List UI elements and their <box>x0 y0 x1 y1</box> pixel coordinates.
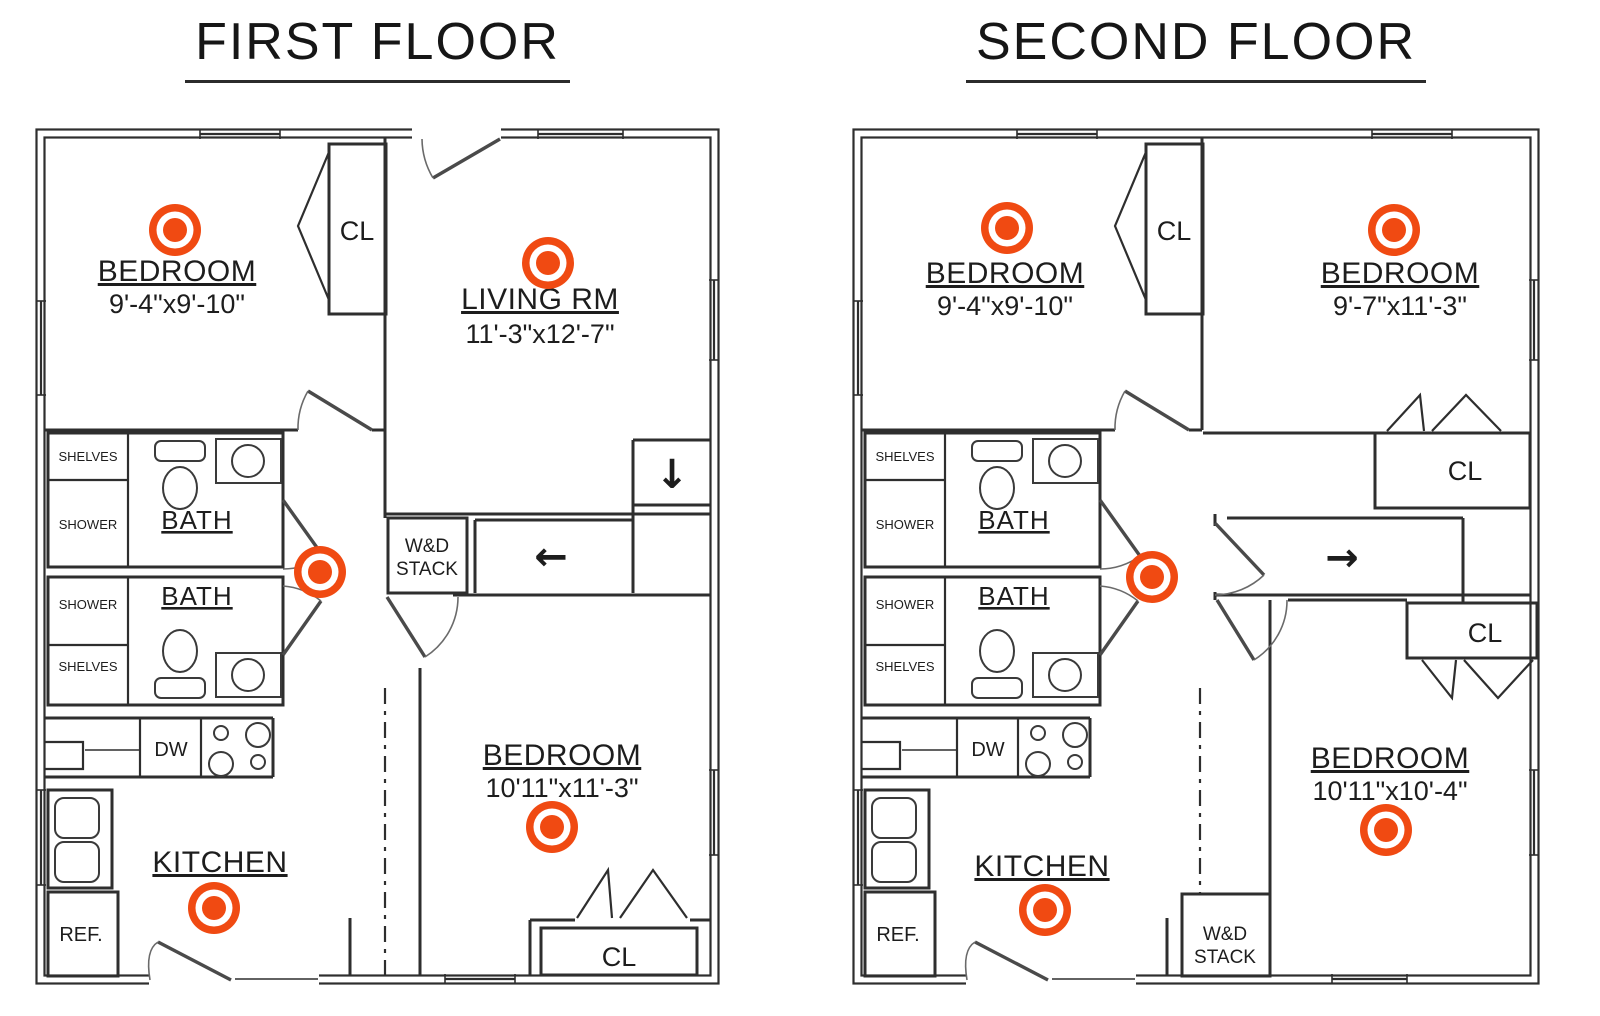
bath-top-shelves-label: SHELVES <box>58 449 117 464</box>
bath-top <box>863 431 1142 570</box>
bedroom-tl-dims: 9'-4"x9'-10" <box>109 289 245 319</box>
entry-door <box>412 128 501 180</box>
stair-down-arrow-icon: ↓ <box>655 452 689 498</box>
closet-upper-right-label: CL <box>1448 456 1483 486</box>
exterior-walls <box>35 128 720 985</box>
kitchen-door <box>964 940 1136 986</box>
second-floor-drawing: CL CL CL → <box>852 128 1540 986</box>
bath-bottom-label: BATH <box>978 581 1049 611</box>
wd-stack-line1: W&D <box>1203 924 1247 945</box>
detector-marker-living <box>522 237 574 289</box>
dishwasher-label: DW <box>154 739 187 761</box>
bedroom-br-dims: 10'11"x10'-4" <box>1312 776 1467 806</box>
closet-upper-right <box>1373 392 1532 510</box>
wd-stack-line2: STACK <box>396 559 458 580</box>
bath-bottom-label: BATH <box>161 581 232 611</box>
detector-marker-bedroom-tr <box>1368 204 1420 256</box>
second-floor-plan: CL CL CL → <box>852 128 1540 990</box>
bath-bottom-shelves-label: SHELVES <box>875 659 934 674</box>
first-floor-drawing: CL SHELVES SHOWER BATH <box>35 128 720 986</box>
closet-lower-right-label: CL <box>1468 618 1503 648</box>
kitchen-fixtures <box>45 716 275 978</box>
refrigerator-label: REF. <box>876 924 919 946</box>
wd-stack-line1: W&D <box>405 536 449 557</box>
bedroom-br-dims: 10'11"x11'-3" <box>485 773 638 803</box>
window-symbols <box>853 129 1539 984</box>
living-room-dims: 11'-3"x12'-7" <box>465 319 614 349</box>
detector-marker-kitchen <box>1019 884 1071 936</box>
detector-marker-hallway <box>294 546 346 598</box>
wd-stack-line2: STACK <box>1194 947 1256 968</box>
bath-bottom <box>46 575 323 707</box>
bath-bottom-shower-label: SHOWER <box>876 597 935 612</box>
detector-marker-bedroom-br <box>526 801 578 853</box>
bedroom-tl-door <box>1114 389 1190 432</box>
closet-top <box>1113 142 1205 316</box>
bath-bottom <box>863 575 1140 707</box>
kitchen-fixtures <box>862 716 1092 978</box>
bath-top-shower-label: SHOWER <box>876 517 935 532</box>
hall-direction-arrow-icon: ← <box>534 534 568 580</box>
closet-lower-right <box>1405 601 1539 701</box>
kitchen-label: KITCHEN <box>974 850 1109 883</box>
bedroom-br-door <box>385 596 459 658</box>
bedroom-br-door <box>1215 599 1288 661</box>
detector-marker-bedroom-tl <box>149 204 201 256</box>
first-floor-title: FIRST FLOOR <box>35 12 720 83</box>
closet-bottom-label: CL <box>602 942 637 972</box>
kitchen-door <box>147 940 319 986</box>
window-symbols <box>36 129 719 984</box>
hall-direction-arrow-icon: → <box>1325 535 1359 581</box>
living-room-label: LIVING RM <box>461 283 619 316</box>
bedroom-tl-label: BEDROOM <box>98 255 257 288</box>
bath-top-label: BATH <box>978 505 1049 535</box>
detector-marker-kitchen <box>188 882 240 934</box>
refrigerator-label: REF. <box>59 924 102 946</box>
interior-walls <box>862 138 1530 976</box>
second-floor-title: SECOND FLOOR <box>852 12 1540 83</box>
bedroom-tl-dims: 9'-4"x9'-10" <box>937 291 1073 321</box>
bath-top <box>46 431 325 570</box>
hall-corridor-door <box>1213 521 1266 596</box>
detector-marker-hallway <box>1126 551 1178 603</box>
first-floor-plan: CL SHELVES SHOWER BATH <box>35 128 720 990</box>
detector-marker-bedroom-tl <box>981 202 1033 254</box>
bedroom-tl-label: BEDROOM <box>926 257 1085 290</box>
bedroom-tl-door <box>297 389 373 432</box>
closet-top <box>296 142 388 316</box>
bedroom-br-label: BEDROOM <box>1311 742 1470 775</box>
first-floor-title-text: FIRST FLOOR <box>185 12 570 83</box>
closet-top-label: CL <box>340 216 375 246</box>
detector-marker-bedroom-br <box>1360 804 1412 856</box>
kitchen-label: KITCHEN <box>152 846 287 879</box>
bath-top-label: BATH <box>161 505 232 535</box>
wd-stack-closet <box>1180 892 1272 978</box>
bath-top-shelves-label: SHELVES <box>875 449 934 464</box>
closet-bottom <box>539 866 699 977</box>
bath-top-shower-label: SHOWER <box>59 517 118 532</box>
bedroom-tr-dims: 9'-7"x11'-3" <box>1333 291 1467 321</box>
bedroom-br-label: BEDROOM <box>483 739 642 772</box>
second-floor-title-text: SECOND FLOOR <box>965 12 1427 83</box>
wd-stack-closet <box>386 516 469 595</box>
dishwasher-label: DW <box>971 739 1004 761</box>
bedroom-tr-label: BEDROOM <box>1321 257 1480 290</box>
closet-top-label: CL <box>1157 216 1192 246</box>
bath-bottom-shower-label: SHOWER <box>59 597 118 612</box>
bath-bottom-shelves-label: SHELVES <box>58 659 117 674</box>
